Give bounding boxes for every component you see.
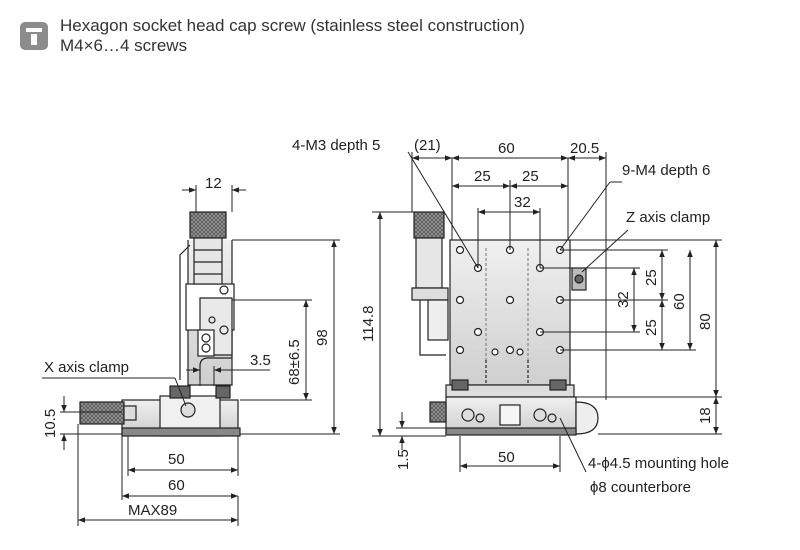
screw-icon <box>20 22 48 50</box>
dim-max89: MAX89 <box>128 502 177 519</box>
counterbore-label: ϕ8 counterbore <box>590 479 691 496</box>
dim-3-5: 3.5 <box>250 352 271 369</box>
mount-hole-label: 4-ϕ4.5 mounting hole <box>588 455 729 472</box>
dim-32-top: 32 <box>514 194 531 211</box>
dim-20-5: 20.5 <box>570 140 599 157</box>
dim-18: 18 <box>697 407 714 424</box>
right-dimensions <box>372 151 722 473</box>
dim-60-top: 60 <box>498 140 515 157</box>
dim-60: 60 <box>168 477 185 494</box>
left-dimensions <box>42 185 340 526</box>
x-axis-clamp-label: X axis clamp <box>44 359 129 376</box>
dim-98: 98 <box>314 329 331 346</box>
right-front-view <box>411 211 599 436</box>
dim-25a: 25 <box>474 168 491 185</box>
dim-50: 50 <box>168 451 185 468</box>
dim-80: 80 <box>697 313 714 330</box>
dim-50-bottom: 50 <box>498 449 515 466</box>
dim-12: 12 <box>205 175 222 192</box>
dim-68: 68±6.5 <box>286 339 303 385</box>
z-axis-clamp-label: Z axis clamp <box>626 209 710 226</box>
header-line-2: M4×6…4 screws <box>60 36 188 55</box>
m3-label: 4-M3 depth 5 <box>292 137 380 154</box>
m4-label: 9-M4 depth 6 <box>622 162 710 179</box>
dim-32-side: 32 <box>615 291 632 308</box>
header-text: Hexagon socket head cap screw (stainless… <box>60 16 525 56</box>
dim-25-side-b: 25 <box>643 319 660 336</box>
header: Hexagon socket head cap screw (stainless… <box>20 16 525 56</box>
dim-25-side-a: 25 <box>643 269 660 286</box>
dim-114-8: 114.8 <box>360 306 377 342</box>
micrometer-knob <box>189 211 227 239</box>
header-line-1: Hexagon socket head cap screw (stainless… <box>60 16 525 35</box>
left-side-view <box>79 211 241 437</box>
dim-60-side: 60 <box>671 293 688 310</box>
dim-25b: 25 <box>522 168 539 185</box>
dim-21: (21) <box>414 137 441 154</box>
dim-1-5: 1.5 <box>395 449 412 470</box>
dim-10-5: 10.5 <box>42 409 59 438</box>
